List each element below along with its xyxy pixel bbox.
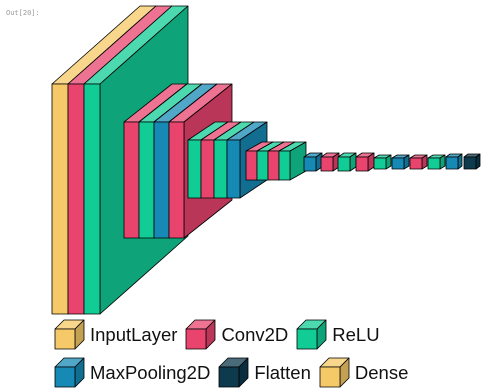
layer-10-relu-front: [213, 139, 228, 199]
layer-21-maxpooling2d-side: [403, 154, 410, 170]
layer-19-conv2d: [355, 152, 375, 172]
layer-18-relu: [337, 152, 357, 172]
legend-swatch-inputlayer: [54, 319, 85, 350]
layer-16-maxpooling2d: [303, 152, 323, 172]
layer-24-maxpooling2d-side: [457, 153, 463, 170]
layer-08-relu-front: [187, 139, 202, 199]
layer-20-relu: [373, 154, 392, 170]
layer-22-conv2d-side: [421, 154, 428, 170]
layer-15-relu-front: [278, 150, 291, 181]
layer-04-conv2d-front: [123, 121, 140, 239]
swatch-cube-relu: [296, 319, 327, 350]
layer-23-relu-side: [439, 154, 446, 170]
layer-07-conv2d-front: [168, 121, 185, 239]
swatch-cube-dense-front: [319, 366, 341, 388]
legend-item-relu: ReLU: [296, 319, 380, 351]
legend-swatch-relu: [296, 319, 327, 350]
layer-13-relu-front: [256, 150, 269, 181]
swatch-cube-maxpooling2d: [54, 357, 85, 388]
layer-03-relu-front: [83, 83, 101, 315]
layer-15-relu: [278, 141, 307, 181]
layer-21-maxpooling2d-front: [391, 157, 405, 170]
legend-item-flatten: Flatten: [218, 357, 311, 389]
layer-21-maxpooling2d: [391, 154, 410, 170]
layer-23-relu: [427, 154, 446, 170]
layer-24-maxpooling2d: [445, 153, 463, 170]
legend-swatch-flatten: [218, 357, 249, 388]
swatch-cube-conv2d-front: [186, 328, 207, 350]
legend-label-inputlayer: InputLayer: [90, 324, 178, 345]
layer-20-relu-front: [373, 157, 387, 170]
legend-row-1: InputLayer Conv2D ReLU: [54, 318, 388, 352]
legend-swatch-maxpooling2d: [54, 357, 85, 388]
legend-row-2: MaxPooling2D Flatten Dense: [54, 356, 416, 390]
layer-20-relu-side: [385, 154, 392, 170]
swatch-cube-flatten-front: [218, 366, 240, 388]
legend-item-inputlayer: InputLayer: [54, 319, 177, 351]
layer-09-conv2d-front: [200, 139, 215, 199]
layer-02-conv2d-front: [67, 83, 85, 315]
legend-label-conv2d: Conv2D: [221, 324, 289, 345]
swatch-cube-relu-front: [296, 328, 318, 350]
layer-14-conv2d-front: [267, 150, 280, 181]
layer-22-conv2d-front: [409, 157, 423, 170]
layer-11-maxpooling2d-front: [226, 139, 241, 199]
swatch-cube-maxpooling2d-front: [54, 366, 76, 388]
swatch-cube-conv2d: [186, 319, 216, 350]
swatch-cube-inputlayer-front: [54, 328, 76, 350]
layer-25-flatten-front: [463, 156, 477, 170]
legend-item-dense: Dense: [319, 357, 408, 389]
layer-05-relu-front: [138, 121, 155, 239]
swatch-cube-dense: [319, 357, 350, 388]
legend-item-maxpooling2d: MaxPooling2D: [54, 357, 210, 389]
swatch-cube-inputlayer: [54, 319, 85, 350]
layer-25-flatten: [463, 153, 481, 170]
swatch-cube-flatten: [218, 357, 249, 388]
legend-item-conv2d: Conv2D: [185, 319, 288, 351]
layer-19-conv2d-front: [355, 156, 369, 172]
legend-swatch-conv2d: [186, 319, 216, 350]
legend-label-maxpooling2d: MaxPooling2D: [90, 362, 211, 383]
legend-swatch-dense: [319, 357, 350, 388]
layer-12-conv2d-front: [245, 150, 258, 181]
layer-17-conv2d: [320, 152, 340, 172]
legend-label-dense: Dense: [354, 362, 409, 383]
output-prompt: Out[20]:: [6, 9, 40, 17]
layer-24-maxpooling2d-front: [445, 156, 459, 170]
layer-17-conv2d-front: [320, 156, 334, 172]
layer-22-conv2d: [409, 154, 428, 170]
layer-16-maxpooling2d-front: [303, 156, 317, 172]
layer-23-relu-front: [427, 157, 441, 170]
layer-25-flatten-side: [475, 153, 481, 170]
legend-label-flatten: Flatten: [254, 362, 311, 383]
legend-label-relu: ReLU: [332, 324, 380, 345]
layer-01-inputlayer-front: [51, 83, 69, 315]
layer-06-maxpooling2d-front: [153, 121, 170, 239]
layer-18-relu-front: [337, 156, 351, 172]
